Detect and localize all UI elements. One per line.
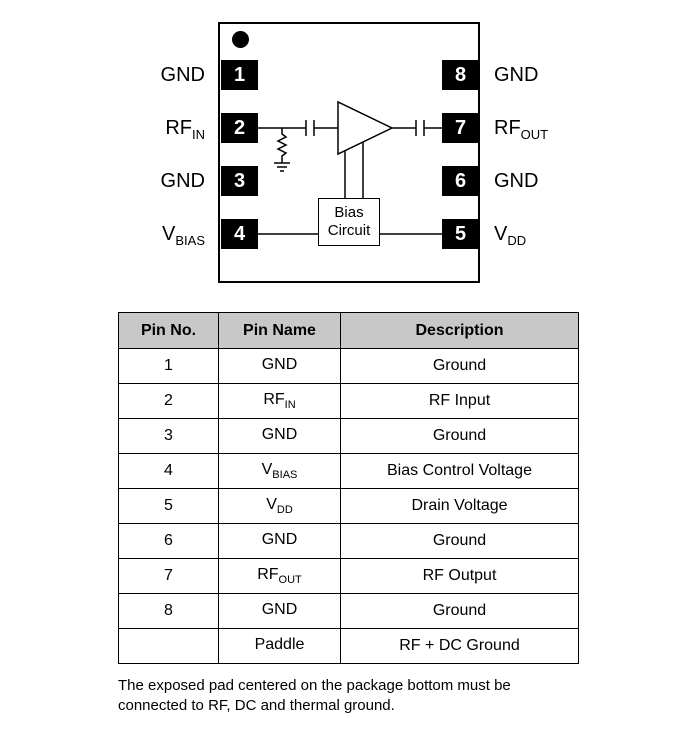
pin-pad-6: 6 (442, 166, 479, 196)
pin-name-cell: GND (218, 418, 341, 454)
description-cell: RF + DC Ground (340, 628, 579, 664)
pin-no-cell: 6 (118, 523, 219, 559)
table-row: 1 GND Ground (118, 348, 579, 384)
pin-pad-4: 4 (221, 219, 258, 249)
header-pin-no: Pin No. (118, 312, 219, 349)
internal-circuit-diagram (258, 100, 442, 235)
pin-label-gnd-6: GND (494, 170, 539, 192)
table-row: Paddle RF + DC Ground (118, 628, 579, 664)
description-cell: Ground (340, 348, 579, 384)
bias-circuit-label-line1: Bias (334, 204, 364, 221)
bias-circuit-block: Bias Circuit (318, 198, 380, 246)
pin-label-gnd-3: GND (160, 170, 205, 192)
pin-label-vdd: VDD (494, 223, 527, 248)
pin-name-cell: RFIN (218, 383, 341, 419)
pin-no-cell: 5 (118, 488, 219, 524)
pin-no-cell: 7 (118, 558, 219, 594)
dc-block-capacitor-output-icon (415, 120, 425, 136)
pin-label-gnd-1: GND (160, 64, 205, 86)
description-cell: Bias Control Voltage (340, 453, 579, 489)
description-cell: Ground (340, 523, 579, 559)
pin-label-rfout: RFOUT (494, 117, 549, 142)
pin-label-gnd-8: GND (494, 64, 539, 86)
header-pin-name: Pin Name (218, 312, 341, 349)
dc-block-capacitor-input-icon (305, 120, 315, 136)
pin-name-cell: RFOUT (218, 558, 341, 594)
table-row: 4 VBIAS Bias Control Voltage (118, 453, 579, 489)
pin-pad-5: 5 (442, 219, 479, 249)
pin-pad-1: 1 (221, 60, 258, 90)
table-row: 5 VDD Drain Voltage (118, 488, 579, 524)
pin-name-cell: GND (218, 348, 341, 384)
table-row: 6 GND Ground (118, 523, 579, 559)
pin-no-cell (118, 628, 219, 664)
pin-no-cell: 4 (118, 453, 219, 489)
header-description: Description (340, 312, 579, 349)
pin-name-cell: VBIAS (218, 453, 341, 489)
pin1-indicator-dot (232, 31, 249, 48)
pin-label-rfin: RFIN (165, 117, 205, 142)
pin-pad-3: 3 (221, 166, 258, 196)
pin-no-cell: 2 (118, 383, 219, 419)
pin-no-cell: 8 (118, 593, 219, 629)
pin-no-cell: 3 (118, 418, 219, 454)
table-row: 7 RFOUT RF Output (118, 558, 579, 594)
pin-name-cell: VDD (218, 488, 341, 524)
pin-pad-8: 8 (442, 60, 479, 90)
pin-pad-7: 7 (442, 113, 479, 143)
table-row: 8 GND Ground (118, 593, 579, 629)
description-cell: Ground (340, 418, 579, 454)
pin-name-cell: GND (218, 593, 341, 629)
pin-label-vbias: VBIAS (162, 223, 205, 248)
pin-pad-2: 2 (221, 113, 258, 143)
pin-name-cell: GND (218, 523, 341, 559)
pin-name-cell: Paddle (218, 628, 341, 664)
description-cell: RF Input (340, 383, 579, 419)
shunt-resistor-symbol (276, 128, 288, 163)
description-cell: Ground (340, 593, 579, 629)
description-cell: RF Output (340, 558, 579, 594)
table-header-row: Pin No. Pin Name Description (118, 312, 579, 349)
exposed-pad-footnote: The exposed pad centered on the package … (118, 677, 511, 715)
pin-no-cell: 1 (118, 348, 219, 384)
bias-circuit-label-line2: Circuit (327, 222, 371, 239)
table-row: 2 RFIN RF Input (118, 383, 579, 419)
amplifier-triangle-icon (337, 100, 394, 156)
description-cell: Drain Voltage (340, 488, 579, 524)
table-row: 3 GND Ground (118, 418, 579, 454)
pin-description-table: Pin No. Pin Name Description 1 GND Groun… (118, 312, 579, 664)
ground-symbol-icon (274, 162, 290, 172)
